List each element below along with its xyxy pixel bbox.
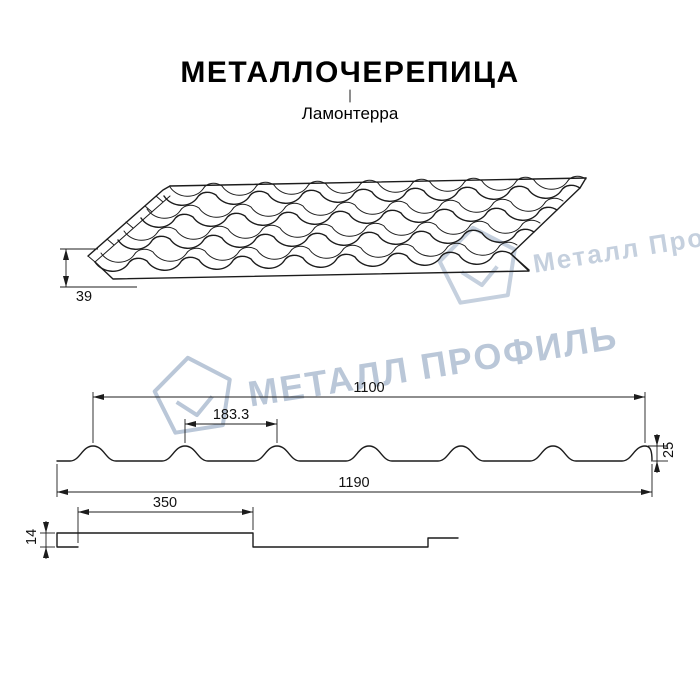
edge-tick <box>125 221 134 229</box>
dimension-label-183-3: 183.3 <box>213 407 249 423</box>
dimension-label-39: 39 <box>76 289 92 305</box>
edge-tick <box>144 205 153 213</box>
dimension-label-350: 350 <box>153 495 177 511</box>
brand-logo-icon <box>152 355 232 435</box>
dimension-label-1100: 1100 <box>353 380 384 396</box>
header: МЕТАЛЛОЧЕРЕПИЦА Ламонтерра <box>180 56 519 123</box>
dimension-350: 350 <box>77 495 254 543</box>
dimension-label-25: 25 <box>661 442 677 458</box>
cross-section-view: 1100 183.3 25 1190 <box>56 380 677 497</box>
dimension-1190: 1190 <box>56 464 653 497</box>
edge-tick <box>106 238 115 246</box>
dimension-1100: 1100 <box>92 380 646 443</box>
brand-logo-icon <box>437 225 517 305</box>
watermark-text-secondary: Металл Профиль <box>531 209 700 278</box>
dimension-183-3: 183.3 <box>184 407 278 443</box>
tile-row-edge <box>117 228 535 250</box>
sheet-back-edge <box>169 177 587 187</box>
edge-tick <box>155 195 164 203</box>
step-profile-curve <box>56 532 459 548</box>
page-subtitle: Ламонтерра <box>302 104 399 123</box>
roof-perspective-view: 39 <box>60 175 587 305</box>
profile-curve <box>56 445 653 462</box>
tile-row-edge <box>140 206 558 228</box>
tile-row-edge <box>163 184 581 206</box>
page-title: МЕТАЛЛОЧЕРЕПИЦА <box>180 56 519 89</box>
eave-fascia <box>94 253 530 280</box>
brand-logo-chevron-icon <box>460 265 499 288</box>
dimension-39: 39 <box>60 248 137 305</box>
dimension-14: 14 <box>24 521 55 559</box>
watermark-text-main: МЕТАЛЛ ПРОФИЛЬ <box>245 316 621 415</box>
sheet-left-edge <box>87 185 171 257</box>
dimension-25: 25 <box>648 434 677 473</box>
sheet-left-edge-inner <box>87 195 171 263</box>
dimension-label-14: 14 <box>24 529 40 545</box>
step-profile-view: 350 14 <box>24 495 459 559</box>
brand-logo-chevron-icon <box>175 395 214 418</box>
watermark-top-right: Металл Профиль <box>437 209 700 305</box>
dimension-label-1190: 1190 <box>338 475 369 491</box>
